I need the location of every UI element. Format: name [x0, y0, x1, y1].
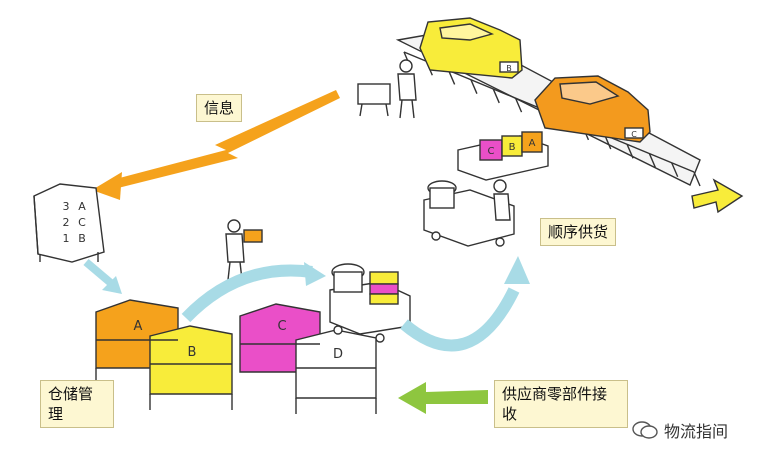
info-arrow [104, 90, 340, 188]
car-plate-yellow: B [506, 64, 512, 73]
shelf-label-b: B [188, 345, 197, 360]
cart-to-delivery-arrow [400, 287, 520, 352]
shelf-label-d: D [333, 347, 343, 362]
conveyor-rung [626, 144, 634, 159]
yellow-arrow [691, 178, 744, 214]
kanban-letter: C [78, 216, 86, 229]
info-arrow-head [92, 172, 122, 200]
kanban-letter: 2 [63, 216, 70, 229]
line-worker [357, 59, 417, 119]
wechat-icon [632, 421, 658, 439]
kanban-letters: ACB 3 2 1 [63, 200, 87, 245]
watermark: 物流指间 [632, 418, 728, 442]
conveyor-rung [693, 171, 701, 187]
kanban-letter: B [78, 232, 86, 245]
shelf-ab: A B [95, 299, 233, 410]
conveyor-rung [514, 97, 523, 113]
cart-bin-letter: C [488, 146, 495, 157]
conveyor-rung [447, 70, 456, 85]
shelf-label-c: C [277, 319, 286, 334]
kanban-letter: 3 [63, 200, 70, 213]
kanban-board: ACB 3 2 1 [33, 183, 105, 263]
kanban-letter: 1 [63, 232, 70, 245]
cart-bin-letter: A [529, 138, 536, 149]
shelf-cd: C D [239, 303, 377, 414]
label-information: 信息 [196, 94, 243, 122]
conveyor-rung [470, 79, 478, 94]
conveyor-rung [671, 162, 679, 178]
label-warehouse-management: 仓储管理 [40, 380, 114, 428]
label-supplier-receiving: 供应商零部件接收 [494, 380, 628, 428]
label-sequence-supply: 顺序供货 [540, 218, 617, 246]
conveyor-rung [648, 153, 657, 168]
car-plate-orange: C [631, 130, 637, 139]
yellow-car: B [419, 17, 523, 79]
receive-arrow [398, 382, 488, 414]
shelf-label-a: A [134, 319, 143, 334]
conveyor-rung [492, 88, 500, 104]
orange-car: C [534, 75, 651, 143]
board-to-shelf-arrow [83, 258, 115, 288]
cart-bin-letter: B [509, 142, 516, 153]
kanban-letter: A [78, 200, 86, 213]
watermark-text: 物流指间 [664, 422, 729, 441]
center-cart [329, 263, 411, 343]
shelf-to-cart-arrow [181, 264, 313, 323]
